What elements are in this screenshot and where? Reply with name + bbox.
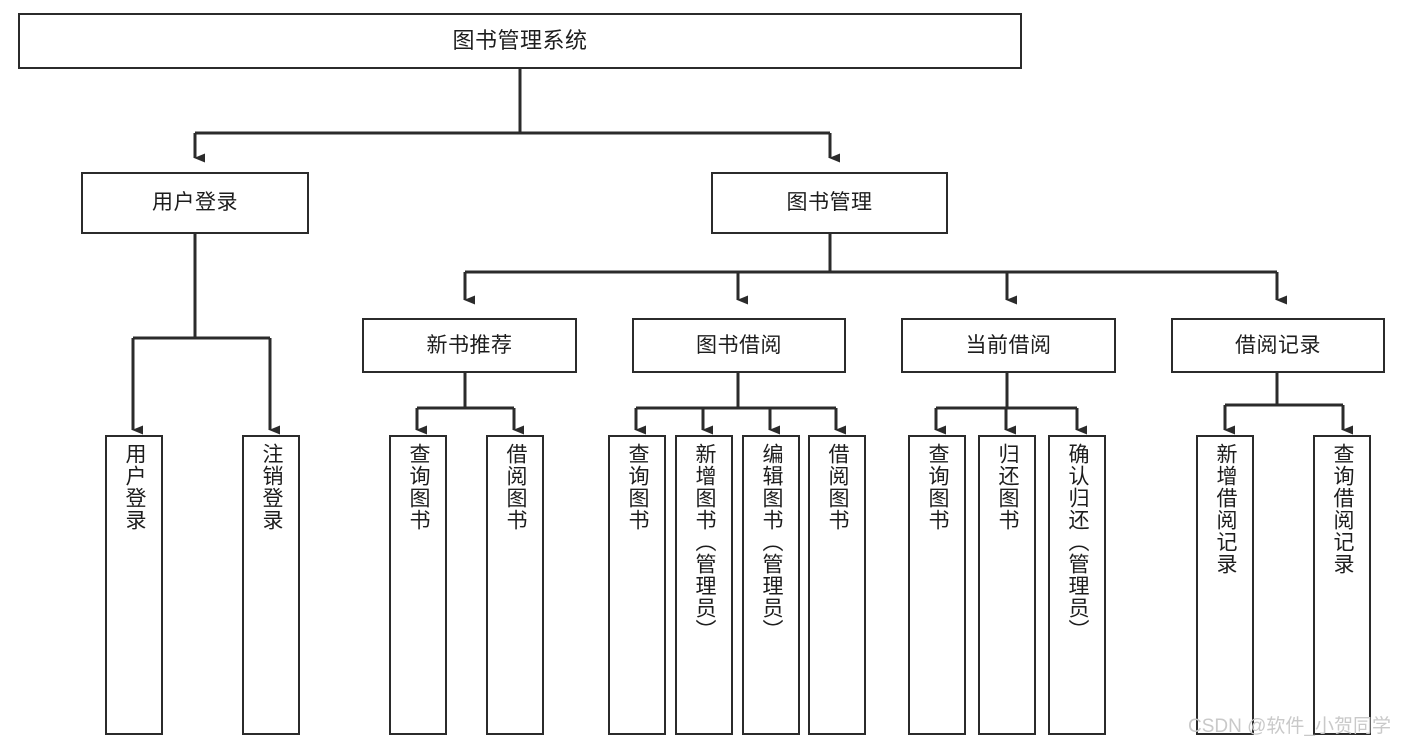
leaf-add-book[interactable]: 新增图书（管理员） <box>675 435 733 735</box>
leaf-borrow-book-2[interactable]: 借阅图书 <box>808 435 866 735</box>
node-user-login[interactable]: 用户登录 <box>81 172 309 234</box>
node-book-borrow-label: 图书借阅 <box>696 333 782 357</box>
leaf-query-record-label: 查询借阅记录 <box>1330 443 1354 575</box>
leaf-query-book-2[interactable]: 查询图书 <box>608 435 666 735</box>
node-user-login-label: 用户登录 <box>152 191 238 215</box>
leaf-borrow-book-1[interactable]: 借阅图书 <box>486 435 544 735</box>
leaf-query-book-1-label: 查询图书 <box>406 443 430 531</box>
node-borrow-record-label: 借阅记录 <box>1235 333 1321 357</box>
watermark-text: CSDN @软件_小贺同学 <box>1188 716 1391 737</box>
leaf-return-book-label: 归还图书 <box>995 443 1019 531</box>
node-current-borrow-label: 当前借阅 <box>965 333 1052 357</box>
leaf-user-login-label: 用户登录 <box>122 443 146 531</box>
leaf-return-book[interactable]: 归还图书 <box>978 435 1036 735</box>
node-current-borrow[interactable]: 当前借阅 <box>901 318 1116 373</box>
leaf-edit-book[interactable]: 编辑图书（管理员） <box>742 435 800 735</box>
leaf-query-record[interactable]: 查询借阅记录 <box>1313 435 1371 735</box>
leaf-add-record-label: 新增借阅记录 <box>1213 443 1237 575</box>
leaf-query-book-2-label: 查询图书 <box>625 443 649 531</box>
leaf-query-book-3[interactable]: 查询图书 <box>908 435 966 735</box>
leaf-user-login[interactable]: 用户登录 <box>105 435 163 735</box>
node-borrow-record[interactable]: 借阅记录 <box>1171 318 1385 373</box>
leaf-add-book-label: 新增图书（管理员） <box>692 443 716 641</box>
node-book-manage-label: 图书管理 <box>786 191 873 215</box>
node-book-borrow[interactable]: 图书借阅 <box>632 318 846 373</box>
leaf-confirm-return[interactable]: 确认归还（管理员） <box>1048 435 1106 735</box>
leaf-logout-label: 注销登录 <box>259 443 283 531</box>
leaf-query-book-3-label: 查询图书 <box>925 443 949 531</box>
node-new-book-recommend[interactable]: 新书推荐 <box>362 318 577 373</box>
leaf-borrow-book-1-label: 借阅图书 <box>503 443 527 531</box>
node-root[interactable]: 图书管理系统 <box>18 13 1022 69</box>
leaf-logout[interactable]: 注销登录 <box>242 435 300 735</box>
leaf-borrow-book-2-label: 借阅图书 <box>825 443 849 531</box>
leaf-query-book-1[interactable]: 查询图书 <box>389 435 447 735</box>
node-new-book-recommend-label: 新书推荐 <box>426 333 513 357</box>
leaf-edit-book-label: 编辑图书（管理员） <box>759 443 783 641</box>
node-root-label: 图书管理系统 <box>452 27 588 53</box>
node-book-manage[interactable]: 图书管理 <box>711 172 948 234</box>
leaf-confirm-return-label: 确认归还（管理员） <box>1065 443 1089 641</box>
leaf-add-record[interactable]: 新增借阅记录 <box>1196 435 1254 735</box>
